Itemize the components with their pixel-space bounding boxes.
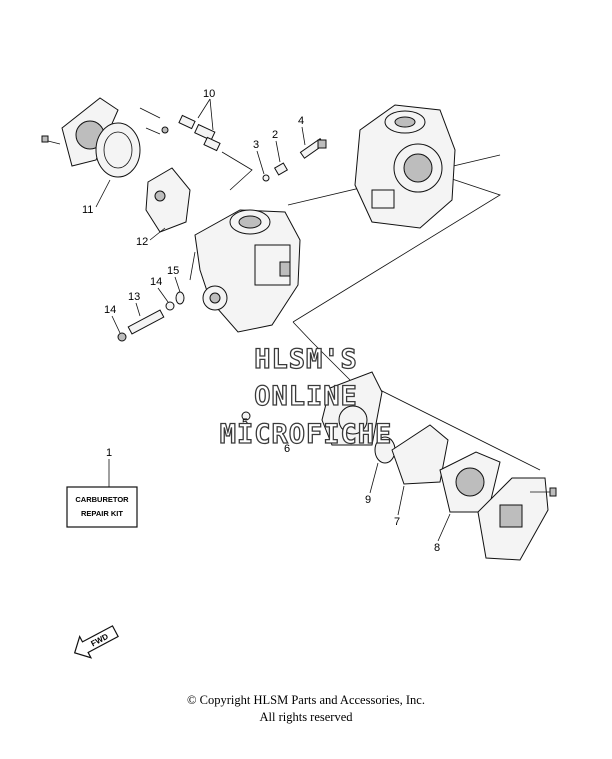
repair-kit-tag: CARBURETOR REPAIR KIT (66, 486, 138, 528)
watermark: HLSM'S ONLINE MICROFICHE (219, 343, 393, 450)
callout-10: 10 (203, 88, 215, 100)
bottom-cover-part (477, 477, 557, 561)
kit-label-line2: REPAIR KIT (81, 509, 123, 518)
needle-valve-part (117, 291, 185, 342)
callout-15: 15 (167, 265, 179, 277)
forward-arrow-icon: FWD (73, 625, 119, 659)
gasket-part (439, 451, 501, 513)
callout-4: 4 (298, 115, 304, 127)
callout-5: 5 (242, 417, 248, 429)
callout-12: 12 (136, 236, 148, 248)
fittings-part (139, 107, 221, 152)
watermark-line2: ONLINE (254, 381, 358, 412)
callout-labels: 10 4 2 3 11 12 15 14 13 14 5 6 1 9 7 8 (82, 88, 451, 554)
callout-1: 1 (106, 447, 112, 459)
callout-13: 13 (128, 291, 140, 303)
rights-reserved-line: All rights reserved (259, 710, 353, 724)
callout-7: 7 (394, 516, 400, 528)
callout-14-upper: 14 (150, 276, 162, 288)
carburetor-body-part (194, 209, 301, 333)
callout-9: 9 (365, 494, 371, 506)
callout-2: 2 (272, 129, 278, 141)
watermark-line3: MICROFICHE (220, 419, 393, 450)
callout-14-lower: 14 (104, 304, 116, 316)
copyright-line: © Copyright HLSM Parts and Accessories, … (187, 693, 425, 707)
adjusting-screw-part (262, 137, 327, 182)
upper-carburetor-part (354, 104, 456, 229)
kit-label-line1: CARBURETOR (75, 495, 129, 504)
assembly-guide-lines (189, 151, 541, 471)
callout-8: 8 (434, 542, 440, 554)
callout-6: 6 (284, 443, 290, 455)
diaphragm-gasket-part (241, 371, 396, 464)
diaphragm-cover-part (41, 97, 141, 178)
callout-11: 11 (82, 204, 93, 216)
callout-3: 3 (253, 139, 259, 151)
pump-body-part (145, 167, 191, 233)
watermark-line1: HLSM'S (254, 344, 358, 375)
plate-part (391, 424, 449, 485)
